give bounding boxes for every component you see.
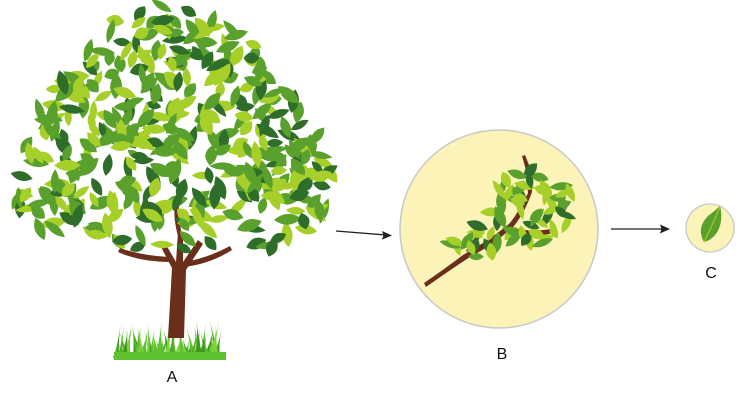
tree-leaf (103, 154, 113, 176)
tree-leaf (184, 83, 196, 97)
tree-leaf (245, 40, 261, 49)
tree-leaf (313, 181, 331, 191)
panel-label-b: B (487, 346, 517, 364)
tree-leaf (132, 17, 146, 28)
tree-leaf (106, 15, 124, 26)
grass-base (114, 352, 226, 360)
branch-zoom-view (400, 130, 598, 328)
tree-leaf (266, 139, 284, 147)
tree-leaf (95, 91, 112, 101)
zoom-circle-large (400, 130, 598, 328)
panel-label-a: A (157, 369, 187, 387)
tree-leaf (266, 239, 278, 257)
tree-leaf (91, 178, 102, 196)
tree-leaf (311, 128, 325, 144)
tree-leaf (291, 120, 309, 130)
tree-illustration (11, 0, 338, 360)
tree-foliage (11, 0, 338, 257)
tree-leaf (107, 190, 119, 216)
arrow-b-to-c (611, 225, 670, 234)
tree-leaf (123, 195, 133, 210)
tree-leaf (205, 167, 214, 184)
leaf-zoom-view (686, 204, 734, 252)
tree-leaf (181, 6, 196, 17)
tree-leaf (89, 47, 115, 56)
tree-leaf (205, 236, 217, 250)
tree-leaf (274, 214, 302, 225)
tree-leaf (152, 0, 172, 12)
arrow-a-to-b (336, 231, 392, 240)
tree-leaf (169, 45, 190, 54)
tree-leaf (224, 30, 248, 40)
tree-leaf (11, 171, 33, 181)
tree-leaf (258, 197, 267, 214)
panel-label-c: C (696, 265, 726, 283)
tree-leaf (34, 218, 46, 240)
tree-leaf (31, 206, 45, 219)
tree-leaf (286, 207, 306, 215)
tree-leaf (150, 241, 174, 248)
